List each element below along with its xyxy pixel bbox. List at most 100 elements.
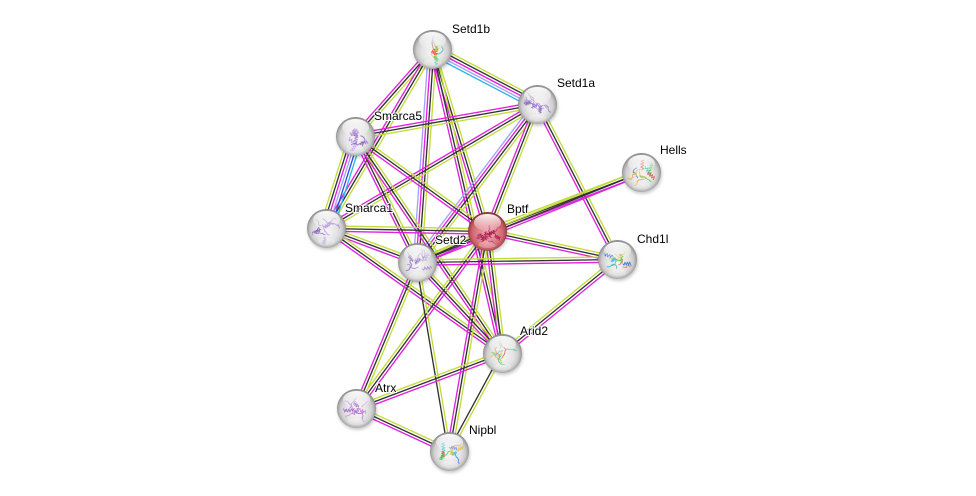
edge-setd1b-smarca1[interactable] [323, 47, 436, 231]
evidence-line-coexpression[interactable] [325, 49, 434, 229]
structure-strand [351, 141, 364, 146]
structure-strand [343, 408, 354, 413]
evidence-line-textmining[interactable] [489, 105, 541, 233]
structure-strand [482, 231, 488, 240]
edge-setd1a-smarca5[interactable] [354, 101, 539, 140]
evidence-line-textmining[interactable] [357, 134, 506, 353]
evidence-line-coexpression[interactable] [355, 262, 419, 409]
evidence-line-experiments[interactable] [353, 138, 487, 235]
structure-strand [627, 172, 637, 181]
evidence-line-textmining[interactable] [451, 231, 491, 453]
evidence-line-textmining[interactable] [539, 102, 621, 259]
evidence-line-coexpression[interactable] [486, 104, 539, 232]
evidence-line-coexpression[interactable] [417, 171, 642, 264]
evidence-line-textmining[interactable] [355, 106, 539, 140]
evidence-line-coexpression[interactable] [502, 258, 618, 355]
evidence-line-experiments[interactable] [418, 174, 643, 266]
evidence-line-coexpression[interactable] [355, 135, 488, 233]
edge-setd1a-chd1l[interactable] [534, 102, 621, 262]
node-smarca5[interactable]: Smarca5 [336, 108, 423, 158]
evidence-line-coexpression[interactable] [417, 258, 618, 264]
evidence-line-textmining[interactable] [327, 106, 540, 232]
node-chd1l[interactable]: Chd1l [598, 231, 669, 281]
node-setd1a[interactable]: Setd1a [518, 75, 596, 126]
evidence-line-experiments[interactable] [323, 47, 431, 228]
evidence-line-experiments[interactable] [503, 261, 620, 357]
evidence-line-experiments[interactable] [352, 137, 416, 264]
evidence-line-coexpression[interactable] [356, 352, 503, 410]
evidence-line-coexpression[interactable] [355, 231, 489, 409]
evidence-line-experiments[interactable] [534, 105, 616, 262]
evidence-line-experiments[interactable] [429, 50, 486, 233]
node-bottom-reflection [408, 272, 427, 279]
structure-strand [421, 265, 433, 271]
evidence-line-textmining[interactable] [327, 225, 505, 352]
evidence-line-experiments[interactable] [417, 261, 618, 266]
evidence-line-textmining[interactable] [420, 106, 542, 266]
evidence-line-coexpression[interactable] [448, 231, 489, 452]
evidence-line-experiments[interactable] [446, 230, 486, 452]
edge-smarca1-bptf[interactable] [326, 225, 488, 235]
node-arid2[interactable]: Arid2 [483, 323, 549, 375]
evidence-line-experiments[interactable] [324, 230, 502, 357]
evidence-line-coexpression[interactable] [536, 104, 619, 260]
node-nipbl[interactable]: Nipbl [430, 422, 497, 473]
node-label: Smarca1 [345, 201, 393, 215]
evidence-line-experiments[interactable] [324, 101, 537, 227]
node-bottom-reflection [493, 363, 512, 370]
evidence-line-experiments[interactable] [354, 101, 538, 135]
evidence-line-coexpression[interactable] [355, 103, 538, 138]
evidence-line-textmining[interactable] [358, 263, 421, 410]
edge-atrx-arid2[interactable] [355, 350, 504, 412]
edge-bptf-nipbl[interactable] [446, 230, 491, 453]
edge-setd2-nipbl[interactable] [415, 262, 452, 452]
evidence-line-textmining[interactable] [487, 228, 619, 258]
edge-setd1a-bptf[interactable] [484, 103, 541, 233]
structure-strand [498, 355, 505, 366]
edge-setd2-atrx[interactable] [353, 261, 421, 410]
node-label: Atrx [375, 381, 396, 395]
evidence-line-coexpression[interactable] [326, 103, 538, 230]
evidence-line-textmining[interactable] [417, 256, 618, 261]
evidence-line-experiments[interactable] [326, 230, 488, 235]
node-setd1b[interactable]: Setd1b [413, 21, 491, 71]
node-bottom-reflection [423, 59, 442, 66]
evidence-line-textmining[interactable] [500, 256, 617, 352]
evidence-line-coexpression[interactable] [431, 49, 504, 354]
edge-setd2-hells[interactable] [416, 169, 643, 266]
edge-smarca5-bptf[interactable] [353, 133, 490, 235]
edge-setd1a-smarca1[interactable] [324, 101, 540, 232]
structure-strand [537, 105, 543, 114]
evidence-line-textmining[interactable] [326, 225, 488, 230]
evidence-line-textmining[interactable] [418, 262, 452, 452]
evidence-line-experiments[interactable] [358, 232, 491, 411]
evidence-line-textmining[interactable] [355, 350, 502, 407]
evidence-line-experiments[interactable] [415, 103, 537, 263]
edge-arid2-chd1l[interactable] [500, 256, 620, 357]
structure-strand [633, 178, 645, 187]
node-gloss-highlight [524, 87, 551, 104]
node-label: Hells [660, 143, 687, 157]
edge-setd2-chd1l[interactable] [417, 256, 618, 266]
evidence-line-experiments[interactable] [484, 103, 536, 231]
evidence-line-coexpression[interactable] [487, 230, 618, 261]
evidence-line-textmining[interactable] [416, 169, 641, 261]
evidence-line-textmining[interactable] [328, 50, 436, 231]
structure-strand [360, 135, 366, 147]
evidence-line-coexpression[interactable] [418, 104, 540, 264]
structure-strand [639, 175, 652, 183]
node-bptf[interactable]: Bptf [468, 201, 530, 253]
evidence-line-experiments[interactable] [357, 355, 504, 412]
evidence-line-coexpression[interactable] [326, 227, 488, 233]
evidence-line-coexpression[interactable] [415, 262, 449, 452]
structure-strand [638, 169, 648, 180]
node-setd2[interactable]: Setd2 [398, 232, 468, 284]
evidence-line-experiments[interactable] [353, 261, 416, 408]
evidence-line-coexpression[interactable] [354, 136, 504, 354]
evidence-line-textmining[interactable] [356, 133, 490, 230]
node-hells[interactable]: Hells [622, 142, 688, 194]
node-smarca1[interactable]: Smarca1 [307, 200, 394, 250]
evidence-line-textmining[interactable] [434, 48, 491, 231]
structure-strand [356, 408, 367, 415]
node-atrx[interactable]: Atrx [337, 380, 397, 430]
